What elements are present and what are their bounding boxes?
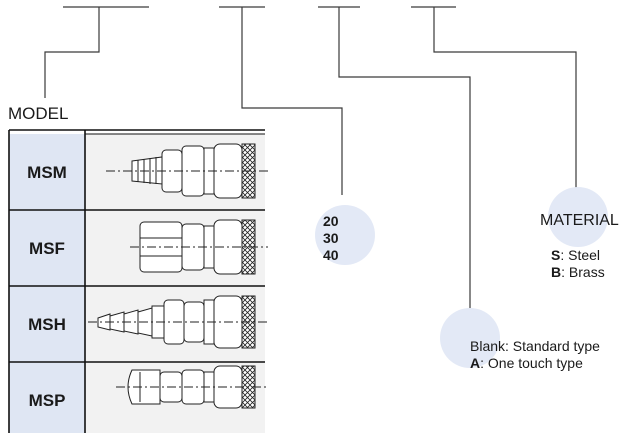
- model-code-msf: MSF: [29, 239, 65, 258]
- model-code-msh: MSH: [28, 315, 66, 334]
- material-option-brass: B: Brass: [551, 264, 605, 280]
- material-desc: : Brass: [561, 264, 605, 280]
- size-options: 20 30 40: [323, 213, 373, 264]
- leader-type: [338, 7, 471, 317]
- material-code: B: [551, 264, 562, 280]
- type-option-one-touch: A: One touch type: [470, 355, 583, 371]
- msp-drawing: [116, 365, 268, 409]
- type-code: A: [470, 355, 481, 371]
- msh-drawing: [88, 295, 268, 349]
- size-option: 30: [323, 230, 339, 246]
- material-circle: [548, 187, 608, 247]
- leader-size: [241, 7, 343, 195]
- type-desc: Blank: Standard type: [470, 338, 600, 354]
- size-circle: [315, 205, 375, 265]
- msf-drawing: [130, 219, 268, 275]
- model-title: MODEL: [8, 104, 69, 123]
- leader-model: [44, 7, 100, 98]
- leader-lines: [44, 7, 577, 317]
- type-desc: : One touch type: [480, 355, 583, 371]
- material-code: S: [551, 247, 561, 263]
- model-code-column: [9, 134, 85, 433]
- size-option: 40: [323, 247, 339, 263]
- msm-drawing: [106, 143, 268, 199]
- type-option-standard: Blank: Standard type: [470, 338, 600, 354]
- model-code-msm: MSM: [27, 163, 67, 182]
- type-circle: [440, 308, 500, 368]
- leader-material: [433, 7, 577, 188]
- size-option: 20: [323, 213, 339, 229]
- material-option-steel: S: Steel: [551, 247, 600, 263]
- material-title: MATERIAL: [540, 212, 619, 229]
- model-code-msp: MSP: [29, 391, 66, 410]
- material-desc: : Steel: [560, 247, 601, 263]
